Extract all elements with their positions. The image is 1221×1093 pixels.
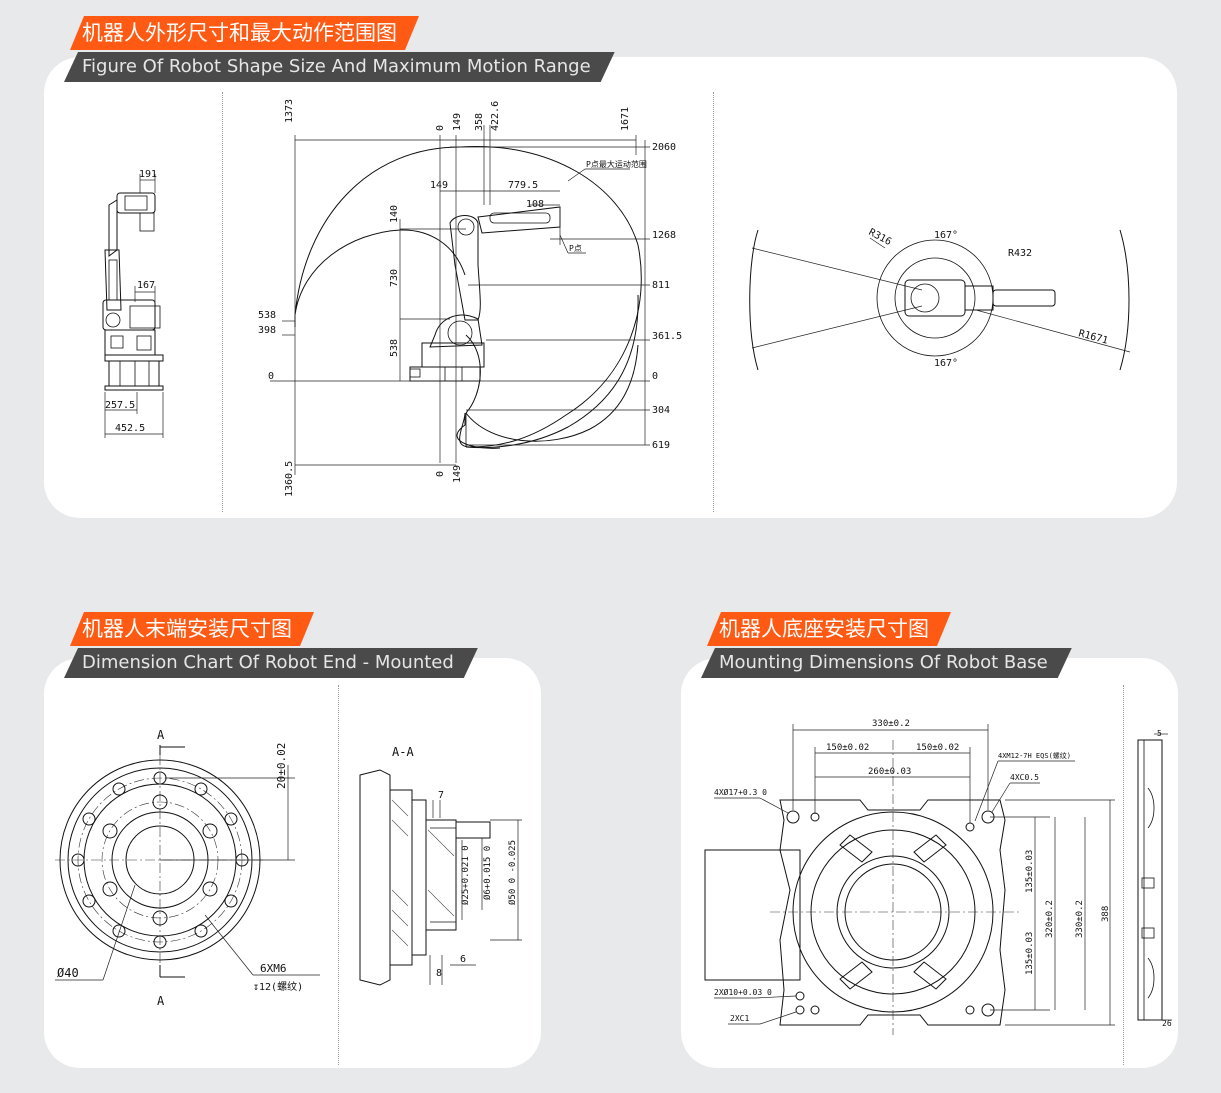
dim-388: 388 [1101,906,1111,922]
dim-108: 108 [526,199,544,210]
separator [713,92,714,512]
dim-619: 619 [652,440,670,451]
dim-361-5: 361.5 [652,331,682,342]
dim-330-width: 330±0.2 [872,719,910,729]
base-ribs [839,834,947,990]
motion-title-cn: 机器人外形尺寸和最大动作范围图 [70,16,419,50]
dim-r432: R432 [1008,248,1032,259]
dim-140: 140 [389,205,400,223]
dim-7: 7 [438,790,444,801]
hole-10-spec: 2XØ10+0.03 0 [714,987,772,997]
angle-top: 167° [934,230,958,241]
motion-range-card [44,57,1177,518]
dim-150-right: 150±0.02 [916,743,959,753]
dim-330-height: 330±0.2 [1075,900,1085,938]
dim-1373: 1373 [284,99,295,123]
motion-range-diagram: 1373 0 149 358 422.6 1671 2060 1268 811 … [258,99,682,497]
robot-side-view: 191 167 257.5 452.5 [102,169,164,438]
base-title-cn: 机器人底座安装尺寸图 [707,612,951,646]
screw-spec: 6XM6 [260,962,287,975]
screw-depth: ↧12(螺纹) [253,980,303,993]
base-title-en: Mounting Dimensions Of Robot Base [701,648,1072,678]
separator [222,92,223,512]
dim-398: 398 [258,325,276,336]
dim-dia-6: Ø6+0.015 0 [482,846,493,900]
section-aa-label: A-A [392,745,414,759]
dim-1268: 1268 [652,230,676,241]
dim-730: 730 [389,269,400,287]
dim-1360-5: 1360.5 [284,461,295,497]
dim-8: 8 [436,968,442,979]
dim-26: 26 [1162,1019,1172,1028]
dim-779-5: 779.5 [508,180,538,191]
dim-top-149: 149 [452,113,463,131]
dim-dia-50: Ø50 0 -0.025 [507,840,518,905]
end-title-en: Dimension Chart Of Robot End - Mounted [64,648,478,678]
dim-811: 811 [652,280,670,291]
mount-holes [786,810,995,1017]
dim-6b: 6 [460,954,466,965]
dim-top-0: 0 [435,125,446,131]
dim-bottom-149: 149 [452,465,463,483]
dim-150-left: 150±0.02 [826,743,869,753]
dim-inner-149: 149 [430,180,448,191]
p-range-label: P点最大运动范围 [586,159,647,169]
base-side-view: 5 26 [1137,729,1172,1028]
dim-5: 5 [1157,729,1162,738]
thread-m12-spec: 4XM12-7H EQS(螺纹) [998,751,1071,760]
dim-167: 167 [137,280,155,291]
dim-1671: 1671 [620,107,631,131]
flange-front-view: A A 20±0.02 Ø40 6XM6 ↧12(螺纹) [55,728,320,1008]
dim-135-upper: 135±0.03 [1025,850,1035,893]
dim-left-0: 0 [268,371,274,382]
section-a-top: A [157,728,165,742]
section-a-bottom: A [157,994,165,1008]
dim-inner-538: 538 [389,339,400,357]
chamfer-c1: 2XC1 [730,1014,749,1023]
dim-bottom-0: 0 [435,471,446,477]
dim-r1671: R1671 [1077,328,1109,346]
separator [338,685,339,1065]
dim-2060: 2060 [652,142,676,153]
dim-452-5: 452.5 [115,423,145,434]
robot-top-view: R316 R432 R1671 167° 167° [749,227,1131,371]
separator [1123,685,1124,1065]
dim-dia-40: Ø40 [57,966,79,980]
motion-title-en: Figure Of Robot Shape Size And Maximum M… [64,52,615,82]
dim-dia-25: Ø25+0.021 0 [460,845,471,905]
dim-320: 320±0.2 [1045,900,1055,938]
base-plan-view: 330±0.2 150±0.02 150±0.02 260±0.03 4XØ17… [704,719,1115,1035]
dim-422-6: 422.6 [490,101,501,131]
dim-257-5: 257.5 [105,400,135,411]
hole-17-spec: 4XØ17+0.3 0 [714,787,767,797]
base-mount-card [681,658,1178,1068]
flange-section-view: A-A 7 Ø25+0.021 0 Ø6+0.015 0 Ø50 0 -0.02… [359,745,522,986]
dim-304: 304 [652,405,670,416]
p-point-label: P点 [569,244,582,253]
dim-20-tol: 20±0.02 [275,743,288,789]
dim-260: 260±0.03 [868,767,911,777]
dim-191: 191 [139,169,157,180]
dim-358: 358 [474,113,485,131]
end-title-cn: 机器人末端安装尺寸图 [70,612,314,646]
bolt-holes [71,771,249,949]
angle-bottom: 167° [934,358,958,369]
end-mount-card [44,658,541,1068]
dim-left-538: 538 [258,310,276,321]
chamfer-c0-5: 4XC0.5 [1010,773,1039,782]
dim-135-lower: 135±0.03 [1025,932,1035,975]
dim-right-0: 0 [652,371,658,382]
